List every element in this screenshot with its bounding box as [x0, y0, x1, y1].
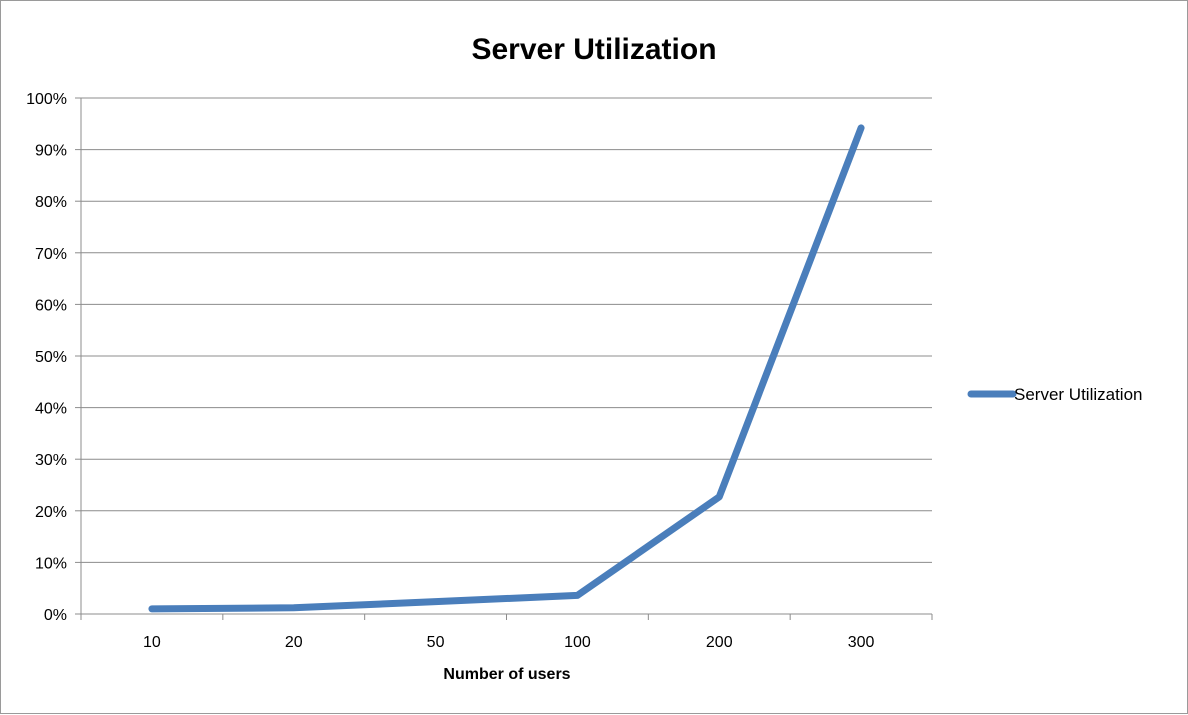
series-layer [152, 128, 861, 609]
x-tick-label: 50 [427, 634, 445, 651]
legend-label: Server Utilization [1014, 385, 1143, 404]
x-axis-label: Number of users [443, 666, 570, 683]
y-tick-label: 30% [35, 452, 67, 469]
chart-title: Server Utilization [471, 33, 716, 66]
gridlines [81, 98, 932, 562]
x-tick-label: 20 [285, 634, 303, 651]
x-tick-label: 200 [706, 634, 733, 651]
y-tick-labels: 0% 10% 20% 30% 40% 50% 60% 70% 80% 90% 100% [26, 91, 67, 624]
x-tick-label: 100 [564, 634, 591, 651]
axes [75, 98, 932, 620]
series-line [152, 128, 861, 609]
legend: Server Utilization [971, 385, 1143, 404]
y-tick-label: 20% [35, 504, 67, 521]
x-tick-labels: 10 20 50 100 200 300 [143, 634, 875, 651]
y-tick-label: 40% [35, 401, 67, 418]
y-tick-label: 60% [35, 297, 67, 314]
y-tick-label: 50% [35, 349, 67, 366]
x-tick-label: 300 [848, 634, 875, 651]
y-tick-label: 0% [44, 607, 67, 624]
y-tick-label: 70% [35, 246, 67, 263]
y-tick-label: 100% [26, 91, 67, 108]
x-tick-label: 10 [143, 634, 161, 651]
y-tick-label: 90% [35, 143, 67, 160]
y-tick-label: 80% [35, 194, 67, 211]
y-tick-label: 10% [35, 555, 67, 572]
